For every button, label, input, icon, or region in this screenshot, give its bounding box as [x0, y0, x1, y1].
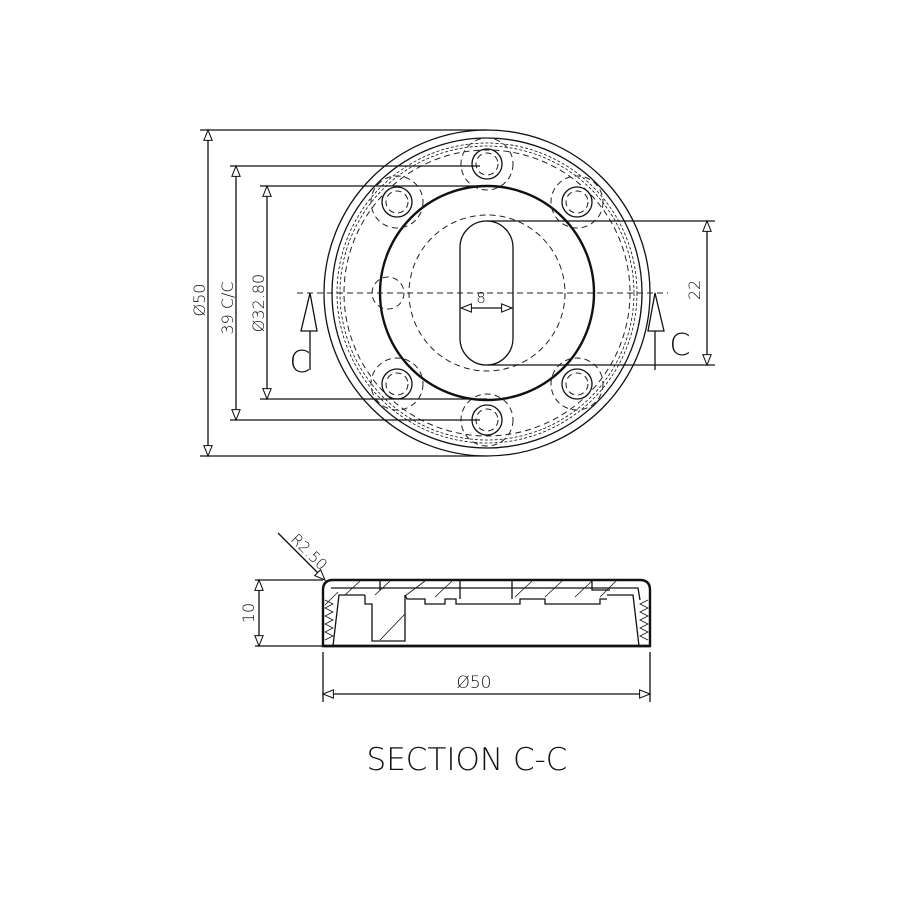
dim-inner-dia: Ø32.80	[249, 274, 268, 332]
dim-section-dia: Ø50	[456, 673, 491, 693]
dim-radius: R2.50	[287, 530, 331, 574]
hatching	[324, 580, 617, 641]
section-view: R2.50 10 Ø50 SECTION C-C	[239, 530, 650, 778]
top-view: Ø50 39 C/C Ø32.80 8 22 C C	[190, 130, 715, 456]
dim-slot-width: 8	[476, 289, 486, 307]
thread-left	[324, 599, 334, 641]
section-outline	[321, 578, 652, 648]
section-mark-left: C	[290, 345, 311, 380]
dim-slot-length: 22	[685, 280, 704, 300]
dim-height: 10	[239, 603, 258, 623]
section-arrow-left-icon	[300, 292, 318, 332]
dim-hole-cc: 39 C/C	[218, 281, 237, 334]
thread-right	[639, 599, 649, 641]
section-arrow-right-icon	[647, 292, 665, 332]
section-mark-right: C	[670, 328, 691, 363]
dim-outer-dia: Ø50	[190, 284, 209, 317]
section-title: SECTION C-C	[367, 742, 568, 778]
